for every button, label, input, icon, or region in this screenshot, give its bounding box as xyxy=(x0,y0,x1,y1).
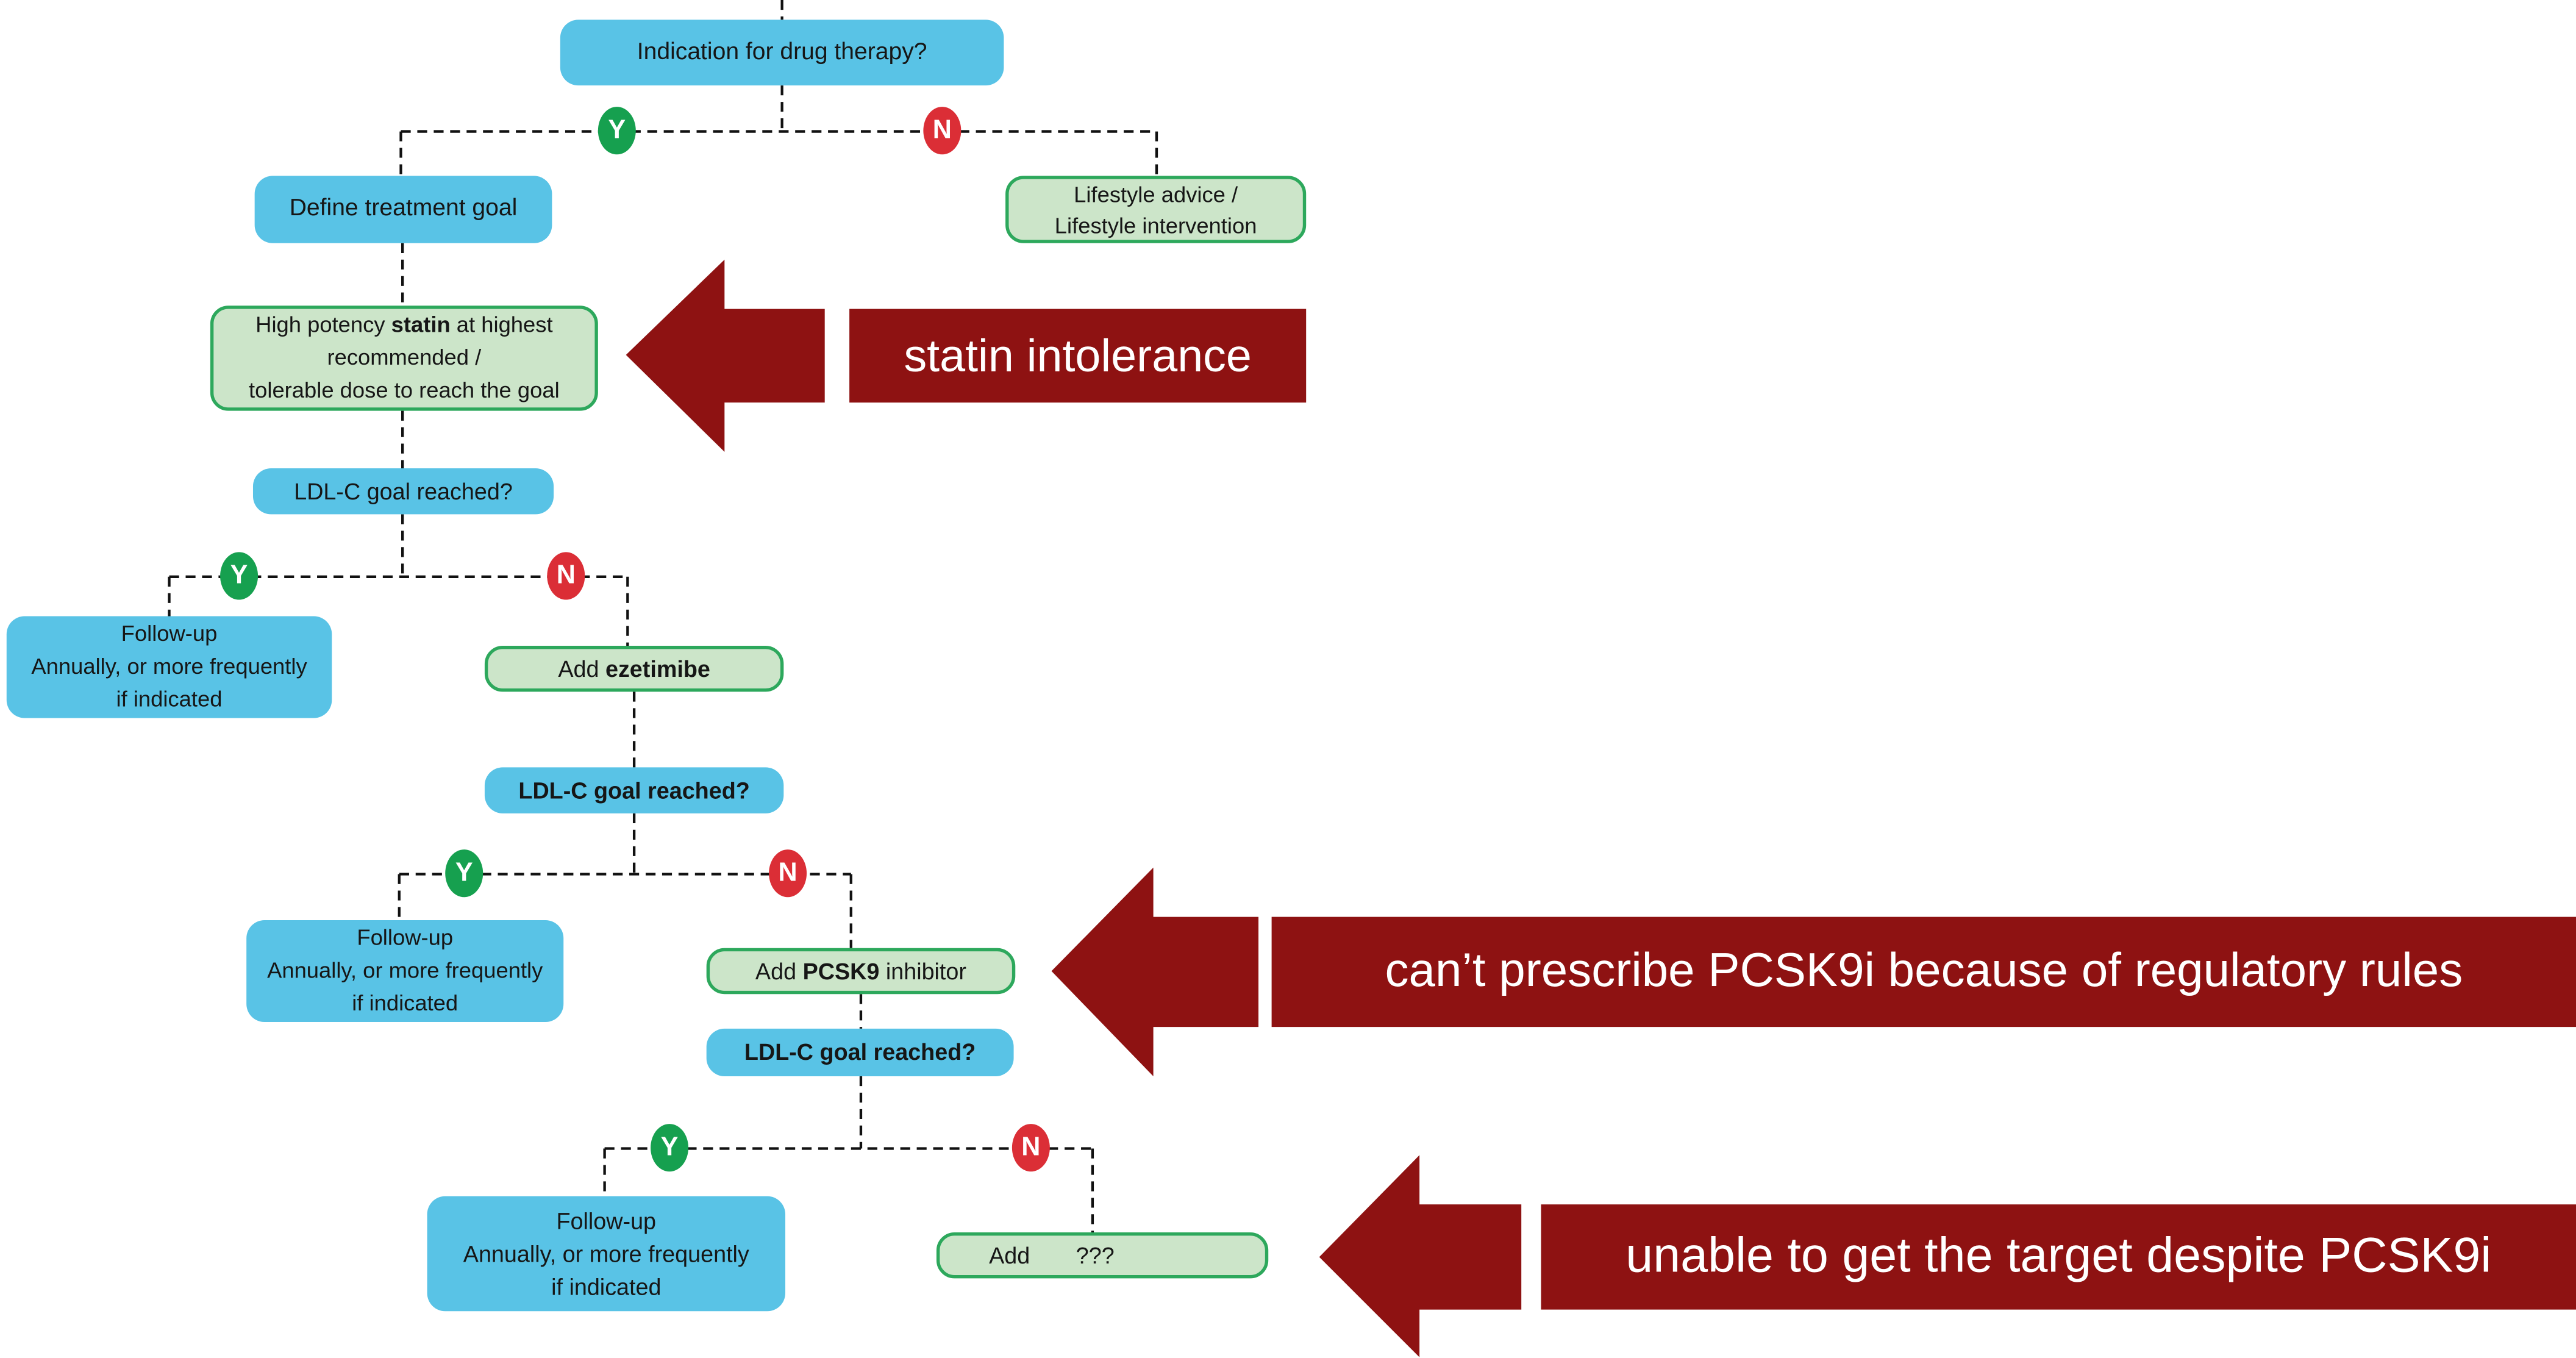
node-add-pcsk9: Add PCSK9 inhibitor xyxy=(706,948,1016,995)
yes-badge-1: Y xyxy=(598,107,636,155)
add-unknown-pre: Add xyxy=(989,1241,1030,1268)
yes-badge-3-label: Y xyxy=(455,858,473,887)
node-add-ezetimibe: Add ezetimibe xyxy=(484,645,784,692)
yes-badge-1-label: Y xyxy=(608,115,626,144)
node-statin-line3: tolerable dose to reach the goal xyxy=(249,377,560,403)
statin-intolerance-annotation: statin intolerance xyxy=(849,309,1307,403)
node-statin-line2: recommended / xyxy=(327,345,482,370)
regulatory-rules-text: can’t prescribe PCSK9i because of regula… xyxy=(1385,945,2463,998)
pcsk9-post: inhibitor xyxy=(879,957,966,984)
follow-up-line2: Annually, or more frequently xyxy=(463,1240,749,1267)
no-badge-4: N xyxy=(1011,1124,1050,1172)
no-badge-4-label: N xyxy=(1021,1132,1041,1161)
node-ldl-goal-2-label: LDL-C goal reached? xyxy=(518,776,750,803)
node-ldl-goal-3-label: LDL-C goal reached? xyxy=(744,1038,976,1065)
add-ezetimibe-pre: Add xyxy=(558,654,599,681)
statin-bold: statin xyxy=(391,312,451,337)
node-ldl-goal-3: LDL-C goal reached? xyxy=(706,1028,1014,1076)
follow-up-line1: Follow-up xyxy=(121,621,218,646)
follow-up-line1: Follow-up xyxy=(357,925,454,950)
node-indication-label: Indication for drug therapy? xyxy=(637,38,927,65)
node-ldl-goal-2: LDL-C goal reached? xyxy=(484,767,784,813)
node-add-unknown: Add??? xyxy=(936,1232,1269,1279)
node-lifestyle: Lifestyle advice / Lifestyle interventio… xyxy=(1005,176,1307,243)
no-badge-2: N xyxy=(547,552,585,600)
yes-badge-4-label: Y xyxy=(660,1132,679,1161)
add-pcsk9-pre: Add xyxy=(755,957,797,984)
follow-up-line1: Follow-up xyxy=(556,1207,657,1234)
unknown-drug: ??? xyxy=(1076,1241,1115,1268)
despite-pcsk9i-arrow-icon xyxy=(1319,1155,1522,1357)
regulatory-rules-arrow-icon xyxy=(1051,867,1259,1076)
yes-badge-2-label: Y xyxy=(230,561,248,590)
statin-intolerance-text: statin intolerance xyxy=(904,329,1252,381)
yes-badge-3: Y xyxy=(445,849,483,898)
follow-up-line3: if indicated xyxy=(551,1273,662,1300)
statin-post: at highest xyxy=(450,312,553,337)
node-add-pcsk9-label: Add PCSK9 inhibitor xyxy=(755,956,966,987)
node-follow-up-1: Follow-up Annually, or more frequently i… xyxy=(6,616,332,718)
node-define-goal-label: Define treatment goal xyxy=(289,195,518,222)
node-follow-up-3: Follow-up Annually, or more frequently i… xyxy=(427,1196,786,1312)
node-lifestyle-line2: Lifestyle intervention xyxy=(1054,212,1257,238)
despite-pcsk9i-text: unable to get the target despite PCSK9i xyxy=(1625,1229,2492,1284)
follow-up-line3: if indicated xyxy=(352,990,458,1016)
ezetimibe-bold: ezetimibe xyxy=(605,654,710,681)
despite-pcsk9i-annotation: unable to get the target despite PCSK9i xyxy=(1541,1204,2576,1310)
follow-up-line3: if indicated xyxy=(116,687,223,712)
no-badge-2-label: N xyxy=(556,561,576,590)
node-add-ezetimibe-label: Add ezetimibe xyxy=(558,653,710,684)
node-statin: High potency statin at highest recommend… xyxy=(210,306,598,411)
node-lifestyle-line1: Lifestyle advice / xyxy=(1074,181,1238,207)
statin-pre: High potency xyxy=(255,312,391,337)
node-ldl-goal-1-label: LDL-C goal reached? xyxy=(294,477,513,504)
yes-badge-4: Y xyxy=(651,1124,689,1172)
no-badge-3-label: N xyxy=(778,858,797,887)
node-add-unknown-label: Add??? xyxy=(940,1240,1265,1271)
no-badge-1-label: N xyxy=(932,115,952,144)
no-badge-1: N xyxy=(923,107,962,155)
node-define-goal: Define treatment goal xyxy=(254,176,552,243)
pcsk9-bold: PCSK9 xyxy=(802,957,880,984)
node-indication: Indication for drug therapy? xyxy=(560,20,1004,86)
statin-intolerance-arrow-icon xyxy=(626,259,825,452)
no-badge-3: N xyxy=(769,849,807,898)
regulatory-rules-annotation: can’t prescribe PCSK9i because of regula… xyxy=(1271,917,2576,1027)
node-statin-line1: High potency statin at highest xyxy=(255,309,552,342)
follow-up-line2: Annually, or more frequently xyxy=(267,957,543,983)
yes-badge-2: Y xyxy=(220,552,259,600)
follow-up-line2: Annually, or more frequently xyxy=(31,654,307,679)
node-ldl-goal-1: LDL-C goal reached? xyxy=(252,468,554,515)
node-follow-up-2: Follow-up Annually, or more frequently i… xyxy=(246,920,564,1023)
